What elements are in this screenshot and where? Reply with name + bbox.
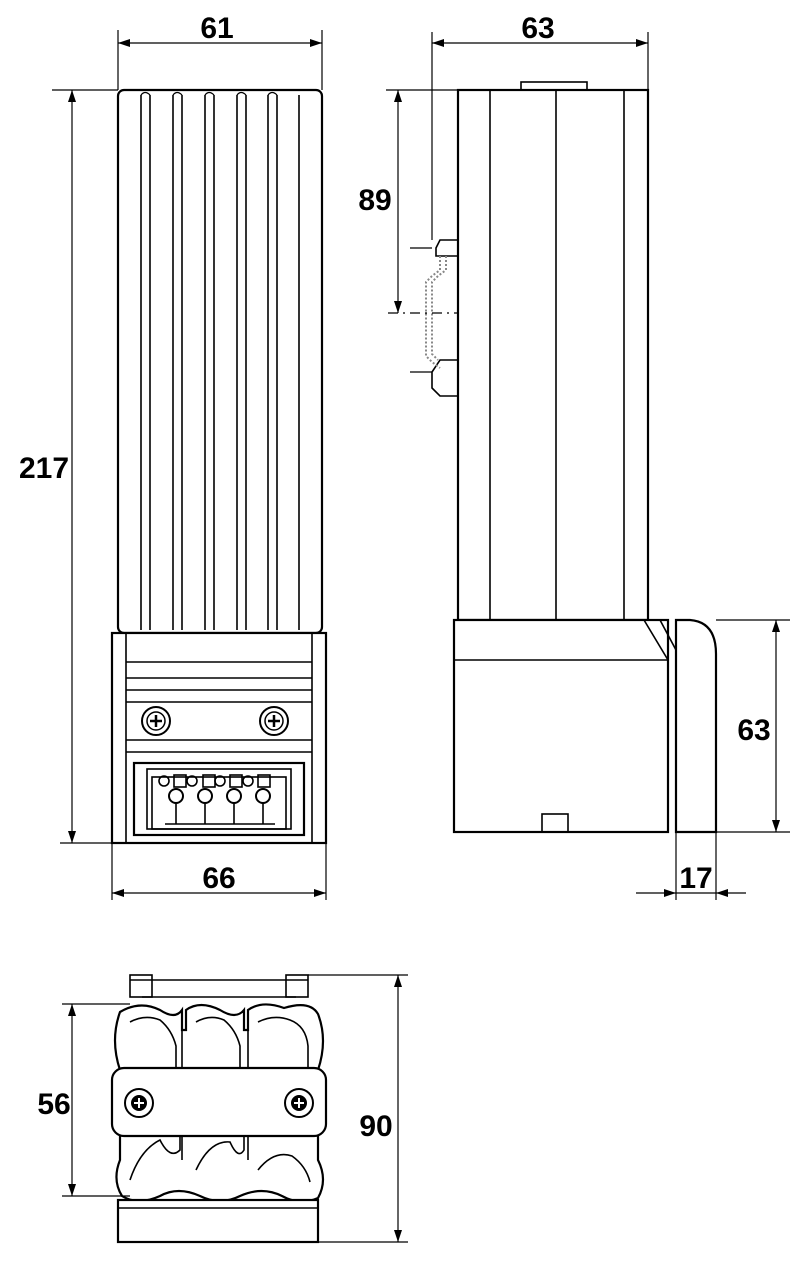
- front-vent-slots: [126, 661, 312, 753]
- bottom-screw-right: [284, 1088, 314, 1118]
- dim-66-label: 66: [202, 862, 235, 895]
- dim-17-label: 17: [679, 862, 712, 895]
- dim-61: 61: [117, 12, 323, 90]
- dim-217: 217: [19, 89, 118, 844]
- dim-217-label: 217: [19, 452, 69, 485]
- front-screw-left: [141, 706, 171, 736]
- bottom-view: 56 90: [37, 974, 408, 1244]
- dim-56: 56: [37, 1003, 130, 1197]
- front-terminal-inner: [125, 632, 313, 844]
- front-view: 61 217 66: [19, 12, 328, 900]
- side-view: 63 89 63 17: [358, 12, 790, 900]
- dim-90: 90: [308, 974, 408, 1243]
- side-base-tab: [541, 813, 569, 833]
- bottom-screw-left: [124, 1088, 154, 1118]
- dim-63-base: 63: [716, 619, 790, 833]
- bottom-cover-plate: [110, 1066, 328, 1138]
- dim-90-label: 90: [359, 1110, 392, 1143]
- front-screw-right: [259, 706, 289, 736]
- bottom-clip-right: [285, 974, 309, 998]
- dim-89-label: 89: [358, 184, 391, 217]
- front-heatsink-fins: [140, 91, 300, 630]
- bottom-base-block: [116, 1198, 320, 1244]
- side-fin-lines: [489, 90, 625, 620]
- bottom-clip-left: [129, 974, 153, 998]
- dim-17: 17: [636, 832, 746, 900]
- dim-66: 66: [111, 843, 327, 900]
- dim-63-top: 63: [431, 12, 649, 240]
- front-heatsink-body: [116, 88, 324, 635]
- side-din-clip: [425, 239, 458, 397]
- dim-61-label: 61: [200, 12, 233, 45]
- side-heatsink-body: [456, 88, 650, 622]
- dim-56-label: 56: [37, 1088, 70, 1121]
- front-connector-block: [132, 761, 306, 837]
- dim-63-base-label: 63: [737, 714, 770, 747]
- side-top-tab: [520, 81, 588, 91]
- dim-89: 89: [358, 89, 458, 373]
- side-base-box: [452, 618, 670, 834]
- side-air-outlet: [674, 618, 718, 834]
- dim-63-top-label: 63: [521, 12, 554, 45]
